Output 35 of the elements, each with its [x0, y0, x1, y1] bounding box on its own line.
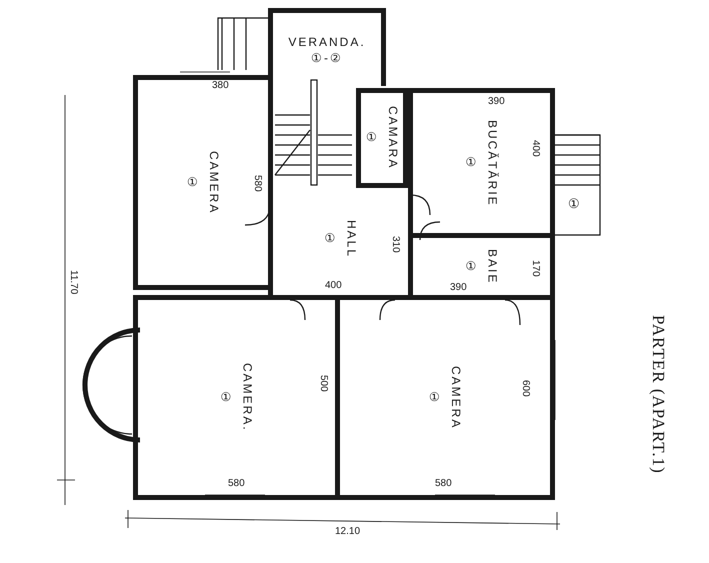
dimension: 580: [435, 478, 452, 489]
room-name: VERANDA.: [288, 34, 366, 48]
room-number: ①: [322, 231, 336, 247]
room-name: CAMERA.: [240, 363, 254, 432]
room: [356, 88, 408, 188]
room-number: ①: [185, 174, 199, 190]
dimension: 400: [325, 280, 342, 291]
dimension: 170: [530, 260, 541, 277]
room: [133, 75, 273, 290]
dimension: 380: [212, 80, 229, 91]
room-number: ①: [427, 390, 441, 406]
dimension: 12.10: [335, 526, 360, 537]
dimension: 390: [488, 96, 505, 107]
dimension: 400: [530, 140, 541, 157]
dimension: 310: [390, 236, 401, 253]
dimension: 11.70: [68, 270, 79, 294]
room-number: ①: [218, 390, 232, 406]
room-name: HALL: [344, 220, 358, 258]
dimension: 580: [252, 175, 263, 192]
room-number: ①-②: [311, 50, 343, 64]
room-name: BUCĂTĂRIE: [486, 120, 500, 206]
room-number: ①: [464, 155, 478, 171]
title: PARTER (APART.1): [648, 315, 668, 474]
room-name: CAMERA: [449, 366, 463, 430]
circle-number: ①: [568, 196, 580, 211]
dimension: 390: [450, 282, 467, 293]
dimension: 500: [318, 375, 329, 392]
dimension: 580: [228, 478, 245, 489]
room-name: CAMERA: [207, 150, 221, 214]
dimension: 600: [520, 380, 531, 397]
room-name: BAIE: [486, 248, 500, 284]
room-name: CAMARA: [386, 106, 400, 170]
room-number: ①: [364, 130, 378, 146]
room-number: ①: [464, 258, 478, 274]
veranda-room: [268, 8, 386, 86]
